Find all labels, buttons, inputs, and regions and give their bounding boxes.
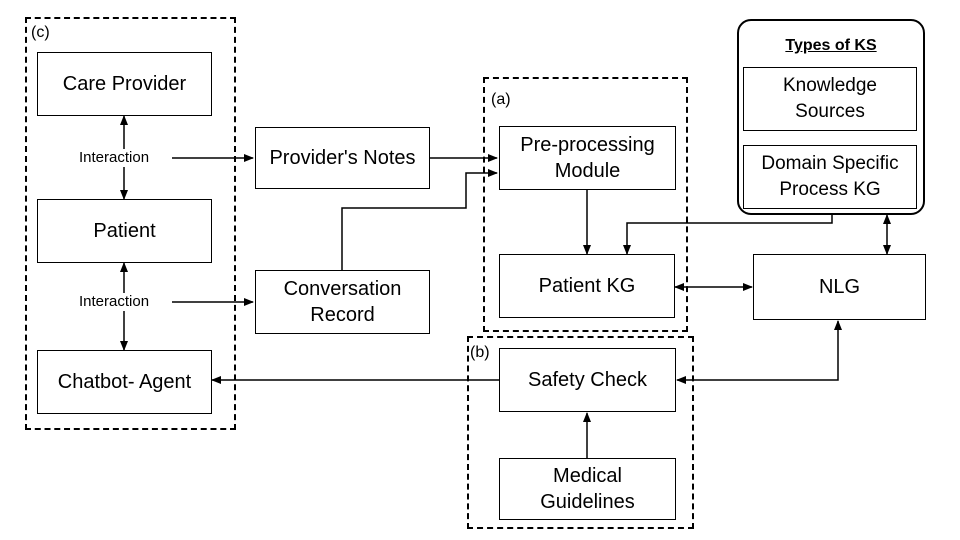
preprocessing-module-node[interactable]: Pre-processing Module xyxy=(499,126,676,190)
edge-nlg-safetycheck xyxy=(676,320,842,384)
interaction-label-bottom: Interaction xyxy=(77,293,152,311)
edge-ks-patientkg xyxy=(623,212,833,255)
group-a-label: (a) xyxy=(491,91,511,109)
group-b-label: (b) xyxy=(470,344,490,362)
domain-specific-process-kg-node[interactable]: Domain Specific Process KG xyxy=(743,145,917,209)
medical-guidelines-node[interactable]: Medical Guidelines xyxy=(499,458,676,520)
group-c-frame xyxy=(25,17,236,430)
safety-check-node[interactable]: Safety Check xyxy=(499,348,676,412)
ks-types-title: Types of KS xyxy=(785,37,877,54)
chatbot-agent-node[interactable]: Chatbot- Agent xyxy=(37,350,212,414)
nlg-node[interactable]: NLG xyxy=(753,254,926,320)
patient-kg-node[interactable]: Patient KG xyxy=(499,254,675,318)
care-provider-node[interactable]: Care Provider xyxy=(37,52,212,116)
edge-record-preprocessing xyxy=(341,169,498,270)
group-a-frame xyxy=(483,77,688,332)
conversation-record-node[interactable]: Conversation Record xyxy=(255,270,430,334)
patient-node[interactable]: Patient xyxy=(37,199,212,263)
interaction-label-top: Interaction xyxy=(77,149,152,167)
group-c-label: (c) xyxy=(31,24,50,42)
providers-notes-node[interactable]: Provider's Notes xyxy=(255,127,430,189)
group-b-frame xyxy=(467,336,694,529)
knowledge-sources-node[interactable]: Knowledge Sources xyxy=(743,67,917,131)
